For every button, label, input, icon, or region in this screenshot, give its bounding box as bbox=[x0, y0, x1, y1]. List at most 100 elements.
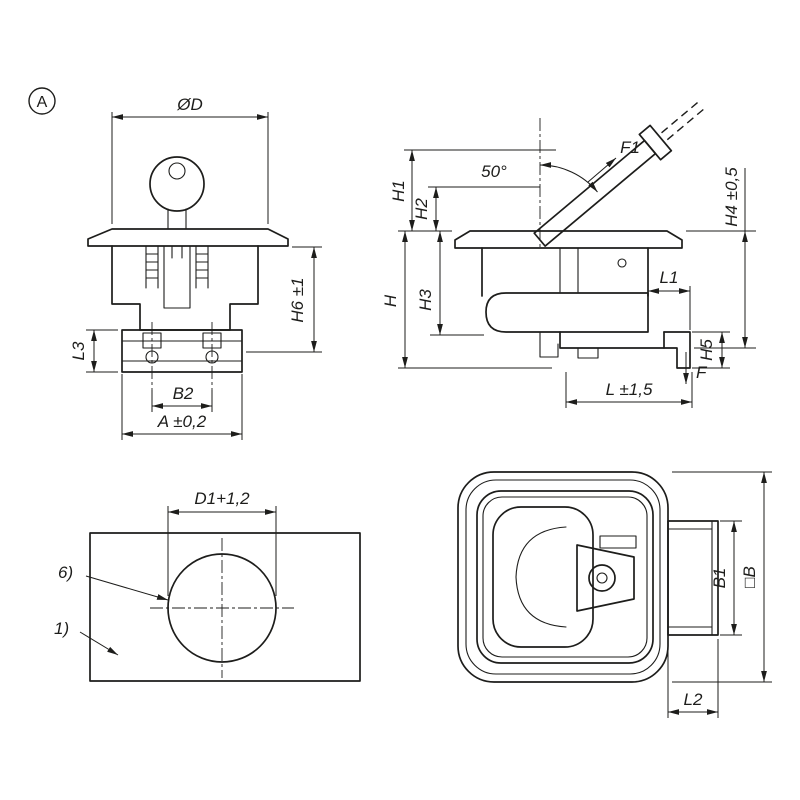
dim-h: H bbox=[381, 231, 552, 369]
rivet-detail bbox=[617, 258, 627, 268]
dim-label-l: L ±1,5 bbox=[606, 380, 653, 399]
pawl-foot bbox=[663, 331, 691, 369]
dim-label-angle: 50° bbox=[481, 162, 507, 181]
handle-grip bbox=[638, 124, 673, 161]
view-label-circle bbox=[28, 87, 56, 115]
leader-line bbox=[79, 631, 119, 656]
hole-center-lines bbox=[150, 538, 294, 678]
cutout-view: D1+1,2 6) 1) bbox=[54, 489, 361, 682]
dim-b: □B bbox=[672, 471, 772, 683]
dim-a: A ±0,2 bbox=[121, 374, 243, 440]
cylinder-side-lines bbox=[559, 247, 579, 293]
lock-cylinder-front bbox=[163, 245, 191, 309]
dim-label-f1: F1 bbox=[620, 138, 640, 157]
dim-h1: H1 bbox=[389, 149, 556, 231]
extension-line bbox=[720, 520, 742, 636]
dim-h5: H5 bbox=[692, 331, 730, 369]
bracket-detail-lines bbox=[121, 340, 243, 362]
dim-label-d1: D1+1,2 bbox=[194, 489, 250, 508]
dim-h4: H4 ±0,5 bbox=[686, 167, 756, 349]
dim-label-l2: L2 bbox=[684, 690, 703, 709]
key-hole bbox=[168, 162, 186, 180]
force-arrow-f1 bbox=[587, 157, 617, 183]
dim-label-b1: B1 bbox=[710, 568, 729, 589]
pawl-bar bbox=[559, 331, 665, 349]
latch-outline bbox=[457, 471, 669, 683]
dim-l3: L3 bbox=[69, 329, 118, 373]
bolt-center-lines bbox=[151, 322, 213, 390]
recess-inner-edge bbox=[482, 496, 648, 658]
note-6: 6) bbox=[58, 563, 169, 601]
force-f1: F1 bbox=[587, 138, 640, 183]
extension-line bbox=[167, 506, 277, 596]
dim-label-h1: H1 bbox=[389, 180, 408, 202]
view-label-a: A bbox=[28, 87, 56, 115]
dim-label-h6: H6 ±1 bbox=[288, 277, 307, 322]
key-shaft bbox=[167, 208, 187, 230]
flange-front bbox=[87, 228, 289, 247]
dim-od: ØD bbox=[111, 95, 269, 224]
dim-label-l3: L3 bbox=[69, 341, 88, 360]
extension-line bbox=[121, 374, 243, 440]
dim-label-b2: B2 bbox=[173, 384, 194, 403]
dim-d1: D1+1,2 bbox=[167, 489, 277, 596]
front-view: A ØD H6 ±1 bbox=[28, 87, 322, 440]
dim-label-f: F bbox=[696, 363, 708, 382]
extension-line bbox=[111, 112, 269, 224]
lock-cylinder-top bbox=[588, 564, 616, 592]
handle-raised bbox=[533, 100, 707, 247]
latch-slot bbox=[599, 535, 637, 549]
extension-line bbox=[667, 639, 719, 718]
dim-label-h2: H2 bbox=[412, 198, 431, 220]
dim-label-od: ØD bbox=[176, 95, 203, 114]
handle-grip-curve bbox=[515, 526, 567, 628]
mounting-bracket bbox=[121, 329, 243, 373]
lock-cylinder-core bbox=[596, 572, 608, 584]
dim-label-h5: H5 bbox=[697, 339, 716, 361]
catch-bracket bbox=[667, 520, 719, 636]
extension-line bbox=[246, 246, 322, 353]
body-front bbox=[111, 245, 259, 331]
handle-dashed-extension bbox=[661, 100, 707, 141]
bottom-stud bbox=[577, 347, 599, 359]
dim-b2: B2 bbox=[151, 384, 213, 412]
panel-outline bbox=[89, 532, 361, 682]
extension-line bbox=[86, 329, 118, 373]
extension-line bbox=[647, 286, 691, 330]
dim-b1: B1 bbox=[710, 520, 742, 636]
dim-l1: L1 bbox=[647, 268, 691, 330]
dim-label-b: □B bbox=[740, 566, 759, 588]
dim-l: L ±1,5 bbox=[565, 372, 693, 408]
hook-detail bbox=[539, 331, 559, 358]
recess-tray bbox=[476, 490, 654, 664]
dim-label-h3: H3 bbox=[416, 289, 435, 311]
dim-h3: H3 bbox=[416, 231, 484, 336]
spring-left bbox=[145, 245, 159, 289]
housing-side bbox=[481, 247, 649, 297]
side-view: 50° F1 H1 H2 H bbox=[381, 100, 756, 408]
note-1: 1) bbox=[54, 619, 119, 656]
dim-label-a: A ±0,2 bbox=[157, 412, 207, 431]
dim-label-h: H bbox=[381, 294, 400, 307]
dim-h6: H6 ±1 bbox=[246, 246, 322, 353]
note-label-6: 6) bbox=[58, 563, 73, 582]
key-ring bbox=[149, 156, 205, 212]
spring-right bbox=[195, 245, 209, 289]
leader-line bbox=[85, 575, 169, 601]
key bbox=[149, 156, 205, 230]
dim-label-l1: L1 bbox=[660, 268, 679, 287]
dim-h2: H2 bbox=[412, 186, 540, 231]
note-label-1: 1) bbox=[54, 619, 69, 638]
top-view: B1 □B L2 bbox=[457, 471, 772, 718]
angle-arc bbox=[539, 162, 598, 193]
extension-line bbox=[672, 471, 772, 683]
lift-tab bbox=[576, 544, 635, 612]
dim-label-h4: H4 ±0,5 bbox=[722, 167, 741, 227]
force-f: F bbox=[683, 352, 708, 384]
cam-drum bbox=[485, 292, 649, 333]
catch-bracket-outline bbox=[667, 520, 719, 636]
catch-bracket-detail bbox=[667, 520, 713, 636]
flange-side bbox=[454, 230, 683, 249]
view-label-text: A bbox=[37, 94, 48, 111]
